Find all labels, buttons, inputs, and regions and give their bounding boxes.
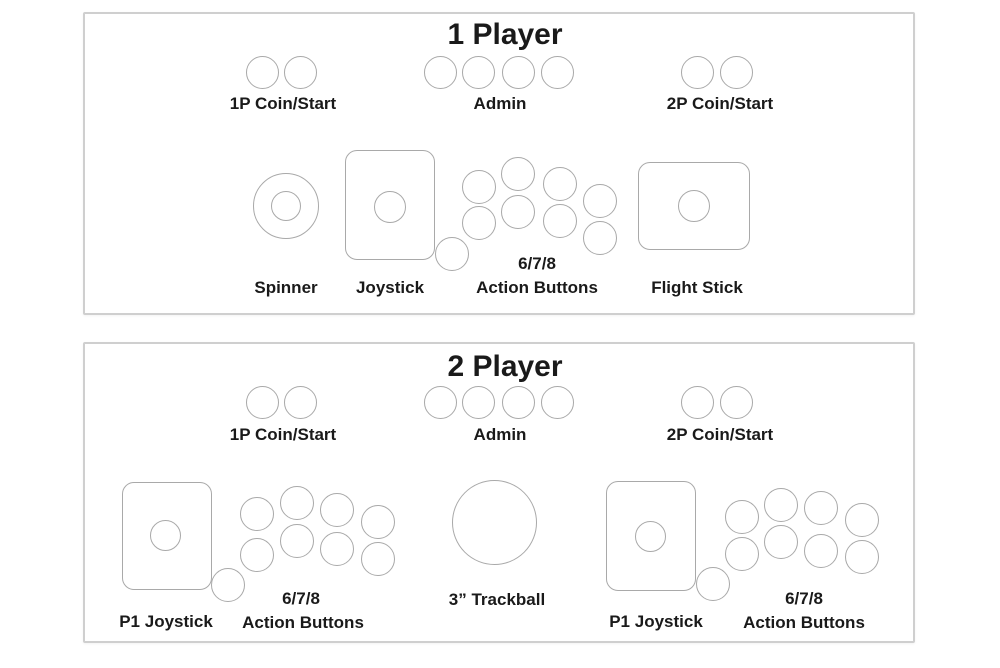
p2-right-action-button-c4-bottom — [845, 540, 879, 574]
p2-right-action-button-c2-top — [764, 488, 798, 522]
p2-left-action-button-c4-top — [361, 505, 395, 539]
p1-joystick-base — [345, 150, 435, 260]
p2-left-action-button-c2-top — [280, 486, 314, 520]
p2-coin-start-1p-button-1 — [246, 386, 279, 419]
p2-left-joystick-knob — [150, 520, 181, 551]
p2-coin-start-2p-button-1 — [681, 386, 714, 419]
p1-coin-start-2p-button-2 — [720, 56, 753, 89]
p1-action-button-c4-bottom — [583, 221, 617, 255]
p1-spinner-inner-knob — [271, 191, 301, 221]
p2-right-joystick-base — [606, 481, 696, 591]
p1-coin-start-1p-label: 1P Coin/Start — [229, 94, 337, 113]
p2-left-action-button-c2-bottom — [280, 524, 314, 558]
panel-1-title: 1 Player — [447, 18, 563, 51]
p1-admin-label: Admin — [473, 94, 527, 113]
p2-coin-start-2p-button-2 — [720, 386, 753, 419]
p2-coin-start-1p-label: 1P Coin/Start — [229, 425, 337, 444]
p1-admin-button-2 — [462, 56, 495, 89]
p2-left-joystick-base — [122, 482, 212, 590]
p2-admin-button-4 — [541, 386, 574, 419]
p2-left-action-button-c3-bottom — [320, 532, 354, 566]
p2-right-action-button-extra — [696, 567, 730, 601]
p1-action-button-c2-top — [501, 157, 535, 191]
p2-right-joystick-label: P1 Joystick — [609, 612, 703, 631]
p2-right-action-button-c2-bottom — [764, 525, 798, 559]
p2-right-action-buttons-label-line2: Action Buttons — [743, 613, 865, 632]
p1-admin-button-4 — [541, 56, 574, 89]
p2-coin-start-2p-label: 2P Coin/Start — [666, 425, 774, 444]
p1-coin-start-2p-button-1 — [681, 56, 714, 89]
p2-left-action-button-extra — [211, 568, 245, 602]
p1-coin-start-2p-label: 2P Coin/Start — [666, 94, 774, 113]
p1-action-button-c1-top — [462, 170, 496, 204]
p1-action-button-extra — [435, 237, 469, 271]
p2-left-action-button-c1-top — [240, 497, 274, 531]
p2-right-action-buttons-label-line1: 6/7/8 — [785, 589, 823, 608]
p2-left-action-button-c1-bottom — [240, 538, 274, 572]
p1-admin-button-3 — [502, 56, 535, 89]
p1-action-buttons-label-line1: 6/7/8 — [518, 254, 556, 273]
p1-action-button-c2-bottom — [501, 195, 535, 229]
p2-right-action-button-c1-top — [725, 500, 759, 534]
p1-action-buttons-label-line2: Action Buttons — [476, 278, 598, 297]
p2-left-joystick-label: P1 Joystick — [119, 612, 213, 631]
p1-spinner-label: Spinner — [254, 278, 318, 297]
p2-right-action-button-c1-bottom — [725, 537, 759, 571]
p1-flight-stick-knob — [678, 190, 710, 222]
p2-admin-button-3 — [502, 386, 535, 419]
p2-trackball-label: 3” Trackball — [448, 590, 546, 609]
p2-admin-button-1 — [424, 386, 457, 419]
panel-1-player: 1 Player — [83, 12, 915, 315]
p1-coin-start-1p-button-2 — [284, 56, 317, 89]
p1-action-button-c3-top — [543, 167, 577, 201]
p2-left-action-buttons-label-line1: 6/7/8 — [282, 589, 320, 608]
p1-coin-start-1p-button-1 — [246, 56, 279, 89]
p2-admin-button-2 — [462, 386, 495, 419]
p2-coin-start-1p-button-2 — [284, 386, 317, 419]
p1-flight-stick-label: Flight Stick — [651, 278, 743, 297]
p2-right-action-button-c3-bottom — [804, 534, 838, 568]
p2-left-action-buttons-label-line2: Action Buttons — [242, 613, 364, 632]
p1-joystick-knob — [374, 191, 406, 223]
p1-action-button-c1-bottom — [462, 206, 496, 240]
p1-flight-stick-base — [638, 162, 750, 250]
p1-spinner-outer-ring — [253, 173, 319, 239]
p1-action-button-c4-top — [583, 184, 617, 218]
p1-joystick-label: Joystick — [355, 278, 425, 297]
p2-right-action-button-c3-top — [804, 491, 838, 525]
p2-right-action-button-c4-top — [845, 503, 879, 537]
p2-left-action-button-c3-top — [320, 493, 354, 527]
panel-2-title: 2 Player — [447, 350, 563, 383]
p1-action-button-c3-bottom — [543, 204, 577, 238]
p2-left-action-button-c4-bottom — [361, 542, 395, 576]
p2-trackball-circle — [452, 480, 537, 565]
p2-admin-label: Admin — [473, 425, 527, 444]
p1-admin-button-1 — [424, 56, 457, 89]
p2-right-joystick-knob — [635, 521, 666, 552]
